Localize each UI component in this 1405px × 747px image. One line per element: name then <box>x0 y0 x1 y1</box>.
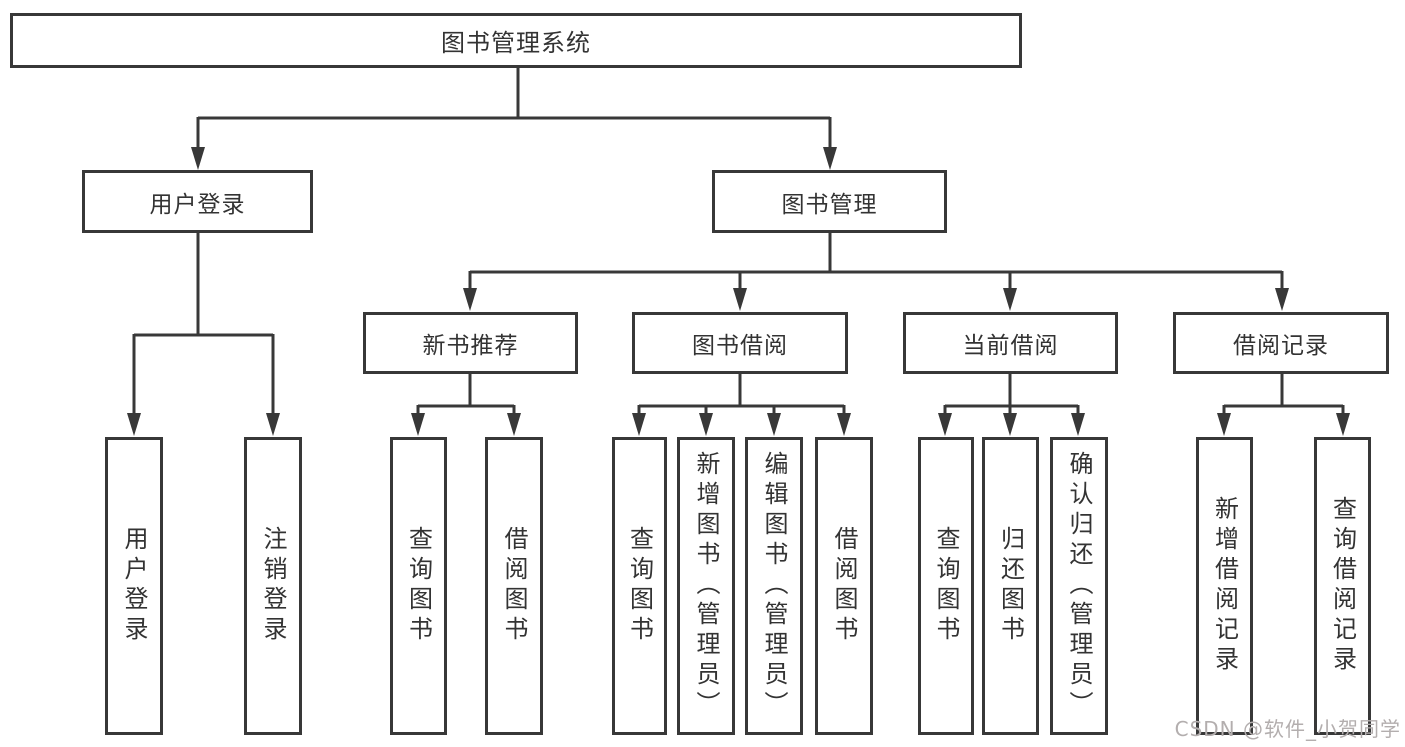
leaf-label: 编辑图书（管理员） <box>760 451 788 721</box>
node-book-borrow: 图书借阅 <box>632 312 848 374</box>
leaf-label: 注销登录 <box>259 526 287 646</box>
csdn-watermark: CSDN @软件_小贺同学 <box>1174 717 1401 741</box>
leaf-borrow-book-recommend: 借阅图书 <box>485 437 543 735</box>
leaf-user-login: 用户登录 <box>105 437 163 735</box>
node-library-management-system: 图书管理系统 <box>10 13 1022 68</box>
leaf-label: 新增借阅记录 <box>1210 496 1239 676</box>
node-current-borrow: 当前借阅 <box>903 312 1118 374</box>
connector-new-book <box>411 374 521 436</box>
leaf-confirm-return-admin: 确认归还（管理员） <box>1050 437 1108 735</box>
leaf-query-book-current: 查询图书 <box>918 437 974 735</box>
node-borrow-records: 借阅记录 <box>1173 312 1389 374</box>
leaf-edit-book-admin: 编辑图书（管理员） <box>745 437 803 735</box>
leaf-logout: 注销登录 <box>244 437 302 735</box>
leaf-label: 新增图书（管理员） <box>692 451 720 721</box>
leaf-label: 用户登录 <box>120 526 148 646</box>
leaf-add-book-admin: 新增图书（管理员） <box>677 437 735 735</box>
connector-borrow-records <box>1217 374 1350 436</box>
connector-root <box>191 68 837 170</box>
connector-book-borrow <box>632 374 851 436</box>
node-label: 图书借阅 <box>692 333 788 359</box>
node-label: 图书管理 <box>781 191 878 218</box>
leaf-label: 确认归还（管理员） <box>1065 451 1093 721</box>
leaf-borrow-book: 借阅图书 <box>815 437 873 735</box>
leaf-label: 查询图书 <box>404 526 433 646</box>
node-label: 用户登录 <box>149 191 246 218</box>
node-label: 借阅记录 <box>1233 333 1329 359</box>
node-label: 图书管理系统 <box>441 29 591 57</box>
leaf-return-book: 归还图书 <box>982 437 1039 735</box>
leaf-query-borrow-record: 查询借阅记录 <box>1314 437 1371 735</box>
node-new-book-recommend: 新书推荐 <box>363 312 578 374</box>
leaf-query-book: 查询图书 <box>612 437 667 735</box>
leaf-add-borrow-record: 新增借阅记录 <box>1196 437 1253 735</box>
leaf-label: 查询图书 <box>625 526 654 646</box>
leaf-label: 归还图书 <box>996 526 1025 646</box>
node-label: 当前借阅 <box>962 333 1059 359</box>
node-book-management: 图书管理 <box>712 170 947 233</box>
connector-book-management <box>463 233 1289 311</box>
node-user-login: 用户登录 <box>82 170 313 233</box>
leaf-label: 查询借阅记录 <box>1328 496 1357 676</box>
leaf-label: 借阅图书 <box>500 526 528 646</box>
node-label: 新书推荐 <box>422 333 519 359</box>
leaf-query-book-recommend: 查询图书 <box>390 437 447 735</box>
leaf-label: 借阅图书 <box>830 526 858 646</box>
connector-user-login <box>127 233 280 436</box>
leaf-label: 查询图书 <box>932 526 960 646</box>
connector-current-borrow <box>938 374 1085 436</box>
